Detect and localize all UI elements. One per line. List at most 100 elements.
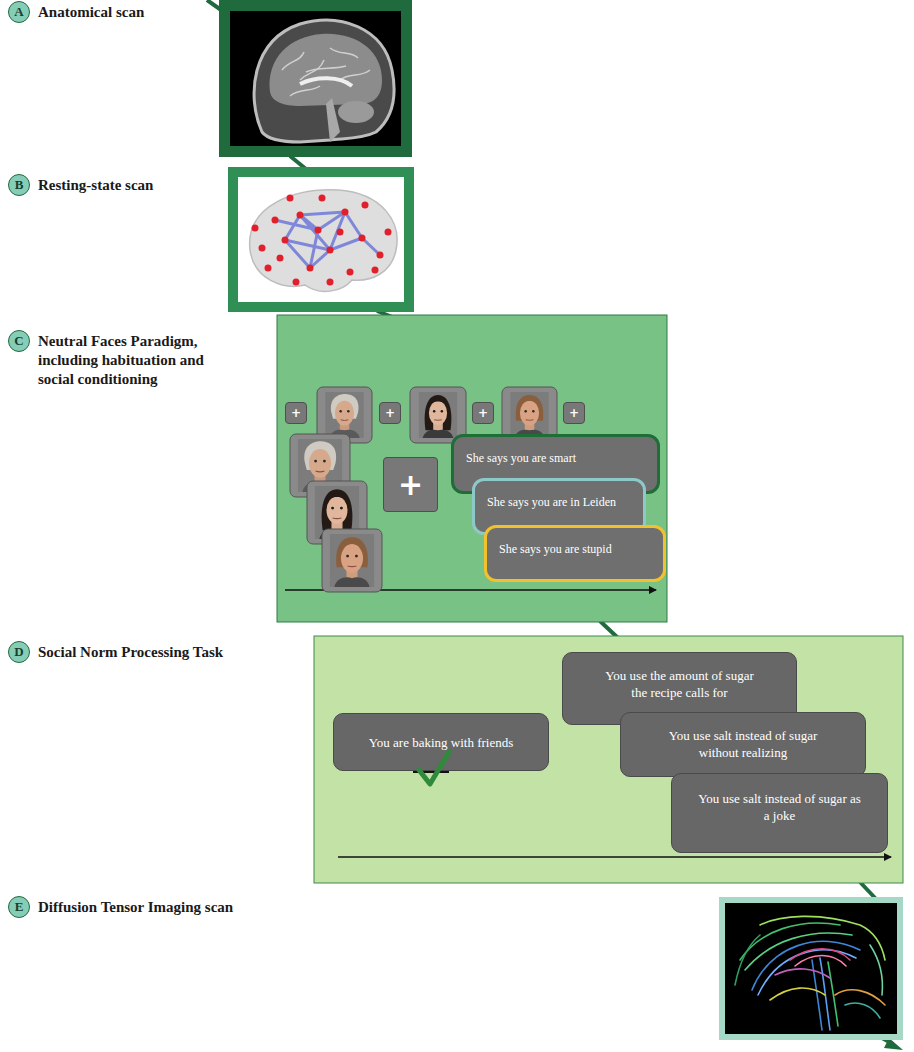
social-norm-panel-part <box>338 856 891 858</box>
checkmark <box>419 752 449 784</box>
cross-symbol: + <box>569 406 579 420</box>
dti-scan-image-part-part <box>735 935 760 985</box>
resting-state-network-image-part-part <box>385 229 392 236</box>
resting-state-network-image-part-part <box>315 227 322 234</box>
fixation-cross-box: + <box>379 402 401 424</box>
step-label: A Anatomical scan <box>8 1 278 22</box>
resting-state-network-image-part-part <box>362 238 380 255</box>
resting-state-network-image-part-part <box>377 252 384 259</box>
step-title: Anatomical scan <box>38 1 278 22</box>
face-photo-part <box>419 392 457 438</box>
resting-state-network-image-part-part <box>310 230 318 268</box>
step-letter: D <box>8 641 30 663</box>
dti-scan-image-part-part <box>770 988 825 1000</box>
dti-scan-image-part <box>735 916 885 1030</box>
step-title: Social Norm Processing Task <box>38 641 278 662</box>
resting-state-network-image-part-part <box>285 240 310 268</box>
resting-state-network-image-part-part <box>282 237 289 244</box>
dti-scan-image <box>719 897 903 1040</box>
timeline-path <box>207 0 893 1044</box>
anatomical-scan-image-part <box>300 78 352 86</box>
cross-symbol: + <box>291 406 301 420</box>
step-title: Resting-state scan <box>38 174 278 195</box>
social-norm-panel <box>314 636 903 883</box>
fixation-cross-box: + <box>472 402 494 424</box>
timeline-path-part <box>600 621 618 638</box>
anatomical-scan-image-part-part <box>290 86 320 96</box>
resting-state-network-image-part-part <box>285 215 300 240</box>
resting-state-network-image-part-part <box>372 267 379 274</box>
statement-text: She says you are smart <box>466 451 576 466</box>
step-label: B Resting-state scan <box>8 174 278 195</box>
resting-state-network-image-part-part <box>327 279 334 286</box>
step-title: Neutral Faces Paradigm, including habitu… <box>38 330 228 389</box>
response-bar <box>413 771 449 773</box>
scenario-card: You use salt instead of sugar as a joke <box>671 773 888 853</box>
face-photo-part <box>330 534 374 587</box>
scenario-text: You are baking with friends <box>346 734 536 751</box>
step-title: Diffusion Tensor Imaging scan <box>38 896 278 917</box>
resting-state-network-image <box>228 167 414 312</box>
resting-state-network-image-part-part <box>272 217 279 224</box>
resting-state-network-image-part-part <box>337 229 344 236</box>
resting-state-network-image-part-part <box>300 212 345 215</box>
face-photo-part <box>510 392 548 438</box>
step-letter: B <box>8 174 30 196</box>
scenario-card: You are baking with friends <box>333 713 549 771</box>
dti-scan-image-part-part <box>752 941 860 990</box>
statement-text: She says you are stupid <box>499 542 612 557</box>
anatomical-scan-image-part-part <box>340 70 370 80</box>
resting-state-network-image-part-part <box>259 245 266 252</box>
anatomical-scan-image-part <box>326 98 340 142</box>
resting-state-network-image-part-part <box>287 195 294 202</box>
resting-state-network-image-part-part <box>330 212 345 250</box>
anatomical-scan-image-part-part <box>306 66 346 72</box>
step-letter: E <box>8 896 30 918</box>
resting-state-network-image-part-part <box>362 202 369 209</box>
resting-state-network-image-part-part <box>307 265 314 272</box>
statement-box: She says you are stupid <box>484 525 666 582</box>
resting-state-network-image-part-part <box>297 212 304 219</box>
resting-state-network-image-part <box>228 167 414 312</box>
dti-scan-image-part-part <box>745 933 852 970</box>
anatomical-scan-image <box>219 0 412 157</box>
anatomical-scan-image-part <box>282 48 370 96</box>
resting-state-network-image-part-part <box>300 215 318 230</box>
dti-scan-image-part-part <box>740 923 840 960</box>
faces-paradigm-panel <box>277 315 667 622</box>
step-letter: A <box>8 1 30 23</box>
resting-state-network-image-part-part <box>293 279 300 286</box>
step-label: E Diffusion Tensor Imaging scan <box>8 896 278 917</box>
cross-symbol: + <box>478 406 488 420</box>
scenario-text: You use salt instead of sugar without re… <box>659 727 827 761</box>
resting-state-network-image-part-part <box>359 235 366 242</box>
fixation-cross-box: + <box>285 402 307 424</box>
social-norm-panel-part <box>314 636 903 883</box>
anatomical-scan-image-part-part <box>282 52 304 70</box>
resting-state-network-image-part-part <box>327 247 334 254</box>
dti-scan-image-part-part <box>760 916 885 960</box>
anatomical-scan-image-part-part <box>330 48 358 58</box>
anatomical-scan-image-part <box>230 11 401 146</box>
dti-scan-image-part-part <box>845 1003 880 1018</box>
dti-scan-image-part <box>725 903 897 1034</box>
dti-scan-image-part-part <box>870 945 883 995</box>
step-label: C Neutral Faces Paradigm, including habit… <box>8 330 228 389</box>
dti-scan-image-part-part <box>775 969 830 978</box>
resting-state-network-image-part <box>275 212 380 268</box>
step-letter: C <box>8 330 30 352</box>
anatomical-scan-image-part <box>219 0 412 157</box>
fixation-cross-box: + <box>383 457 438 512</box>
fixation-cross-box: + <box>563 402 585 424</box>
resting-state-network-image-part <box>250 190 397 292</box>
scenario-text: You use the amount of sugar the recipe c… <box>597 667 762 701</box>
cross-symbol: + <box>398 467 423 502</box>
resting-state-network-image-part-part <box>265 265 272 272</box>
resting-state-network-image-part <box>238 177 404 302</box>
resting-state-network-image-part-part <box>342 209 349 216</box>
cross-symbol: + <box>385 406 395 420</box>
resting-state-network-image-part-part <box>345 212 362 238</box>
face-photo-part <box>325 392 363 438</box>
